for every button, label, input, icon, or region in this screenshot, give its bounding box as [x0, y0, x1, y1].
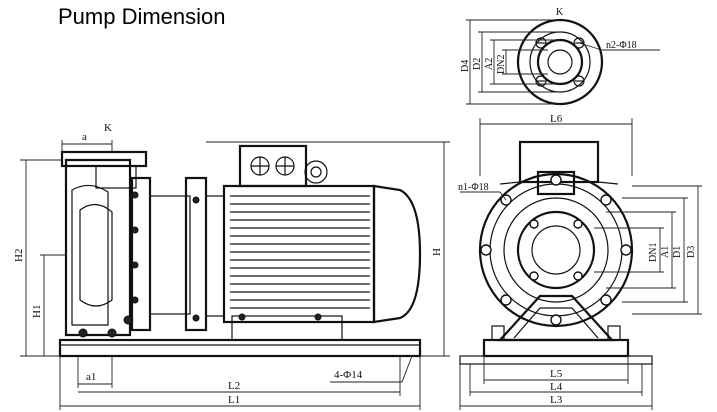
label-D4: D4 — [460, 60, 471, 72]
label-D2: D2 — [472, 58, 483, 70]
label-L3: L3 — [550, 394, 563, 406]
label-A1: A1 — [660, 246, 671, 258]
label-a: a — [82, 131, 87, 143]
label-K-top: K — [556, 7, 564, 18]
top-view: K D4 D2 A2 DN2 n2-Φ18 — [460, 7, 660, 106]
label-n1-holes: n1-Φ18 — [458, 182, 489, 193]
front-view: L6 n1-Φ18 DN1 A1 D1 D3 L5 L4 L3 — [458, 113, 702, 410]
label-DN1: DN1 — [648, 243, 659, 262]
label-bolt-holes: 4-Φ14 — [334, 369, 363, 381]
label-D3: D3 — [686, 246, 697, 258]
label-a1: a1 — [86, 371, 96, 383]
label-L5: L5 — [550, 368, 563, 380]
label-A2: A2 — [484, 58, 495, 70]
page-title: Pump Dimension — [58, 4, 226, 29]
side-view: K a H2 H1 H a1 L2 L1 4-Φ14 — [13, 122, 450, 410]
pump-casing — [64, 158, 132, 337]
label-L1: L1 — [228, 394, 240, 406]
label-D1: D1 — [672, 246, 683, 258]
label-L6: L6 — [550, 113, 563, 125]
label-H1: H1 — [31, 305, 43, 318]
label-H2: H2 — [13, 249, 25, 262]
fan-cover — [372, 184, 422, 324]
base-plate — [58, 338, 422, 358]
label-H: H — [431, 248, 443, 256]
motor-body — [222, 184, 376, 324]
label-DN2: DN2 — [496, 55, 507, 74]
terminal-box — [238, 144, 308, 188]
label-n2-holes: n2-Φ18 — [606, 40, 637, 51]
label-K-side: K — [104, 122, 112, 134]
suction-flange-outer — [478, 172, 634, 328]
label-L2: L2 — [228, 380, 240, 392]
label-L4: L4 — [550, 381, 563, 393]
